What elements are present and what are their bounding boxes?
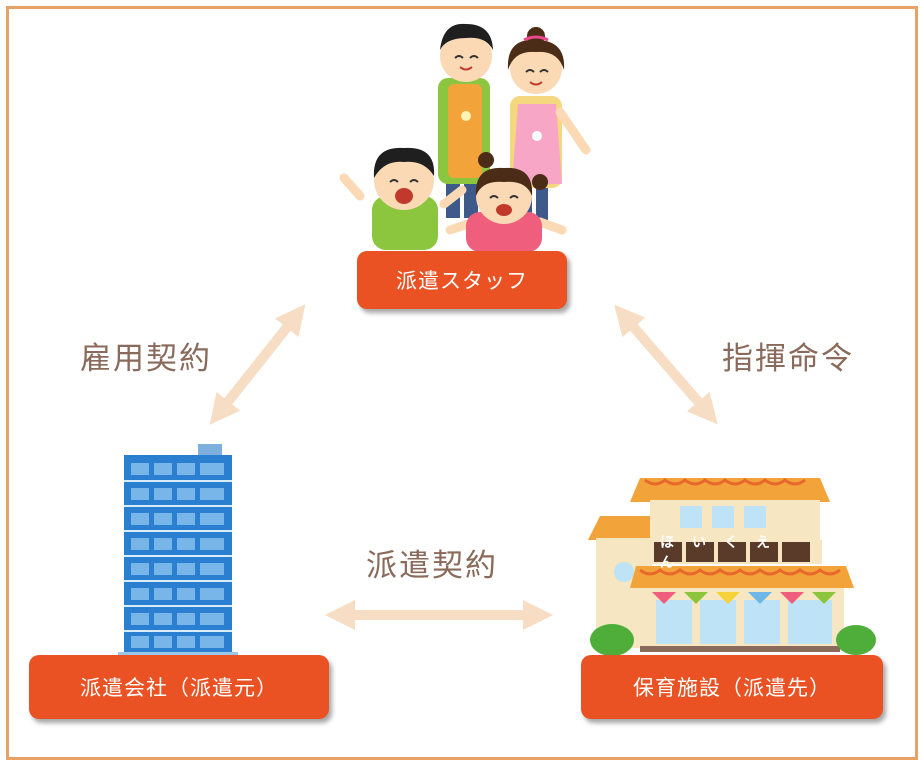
family-illustration bbox=[339, 23, 591, 252]
staff-label: 派遣スタッフ bbox=[396, 269, 528, 293]
employment-contract-label: 雇用契約 bbox=[80, 341, 212, 377]
nursery-building-illustration bbox=[588, 478, 876, 656]
agency-box: 派遣会社（派遣元） bbox=[29, 655, 329, 719]
command-label: 指揮命令 bbox=[722, 341, 854, 377]
dispatch-contract-label: 派遣契約 bbox=[366, 548, 498, 584]
command-arrow bbox=[614, 304, 718, 425]
employment-arrow bbox=[209, 304, 306, 425]
nursery-label: 保育施設（派遣先） bbox=[633, 676, 831, 700]
office-building-illustration bbox=[118, 444, 238, 667]
nursery-sign: ほいくえん bbox=[660, 535, 788, 571]
nursery-box: 保育施設（派遣先） bbox=[581, 655, 883, 719]
agency-label: 派遣会社（派遣元） bbox=[80, 676, 278, 700]
staff-box: 派遣スタッフ bbox=[357, 251, 567, 309]
